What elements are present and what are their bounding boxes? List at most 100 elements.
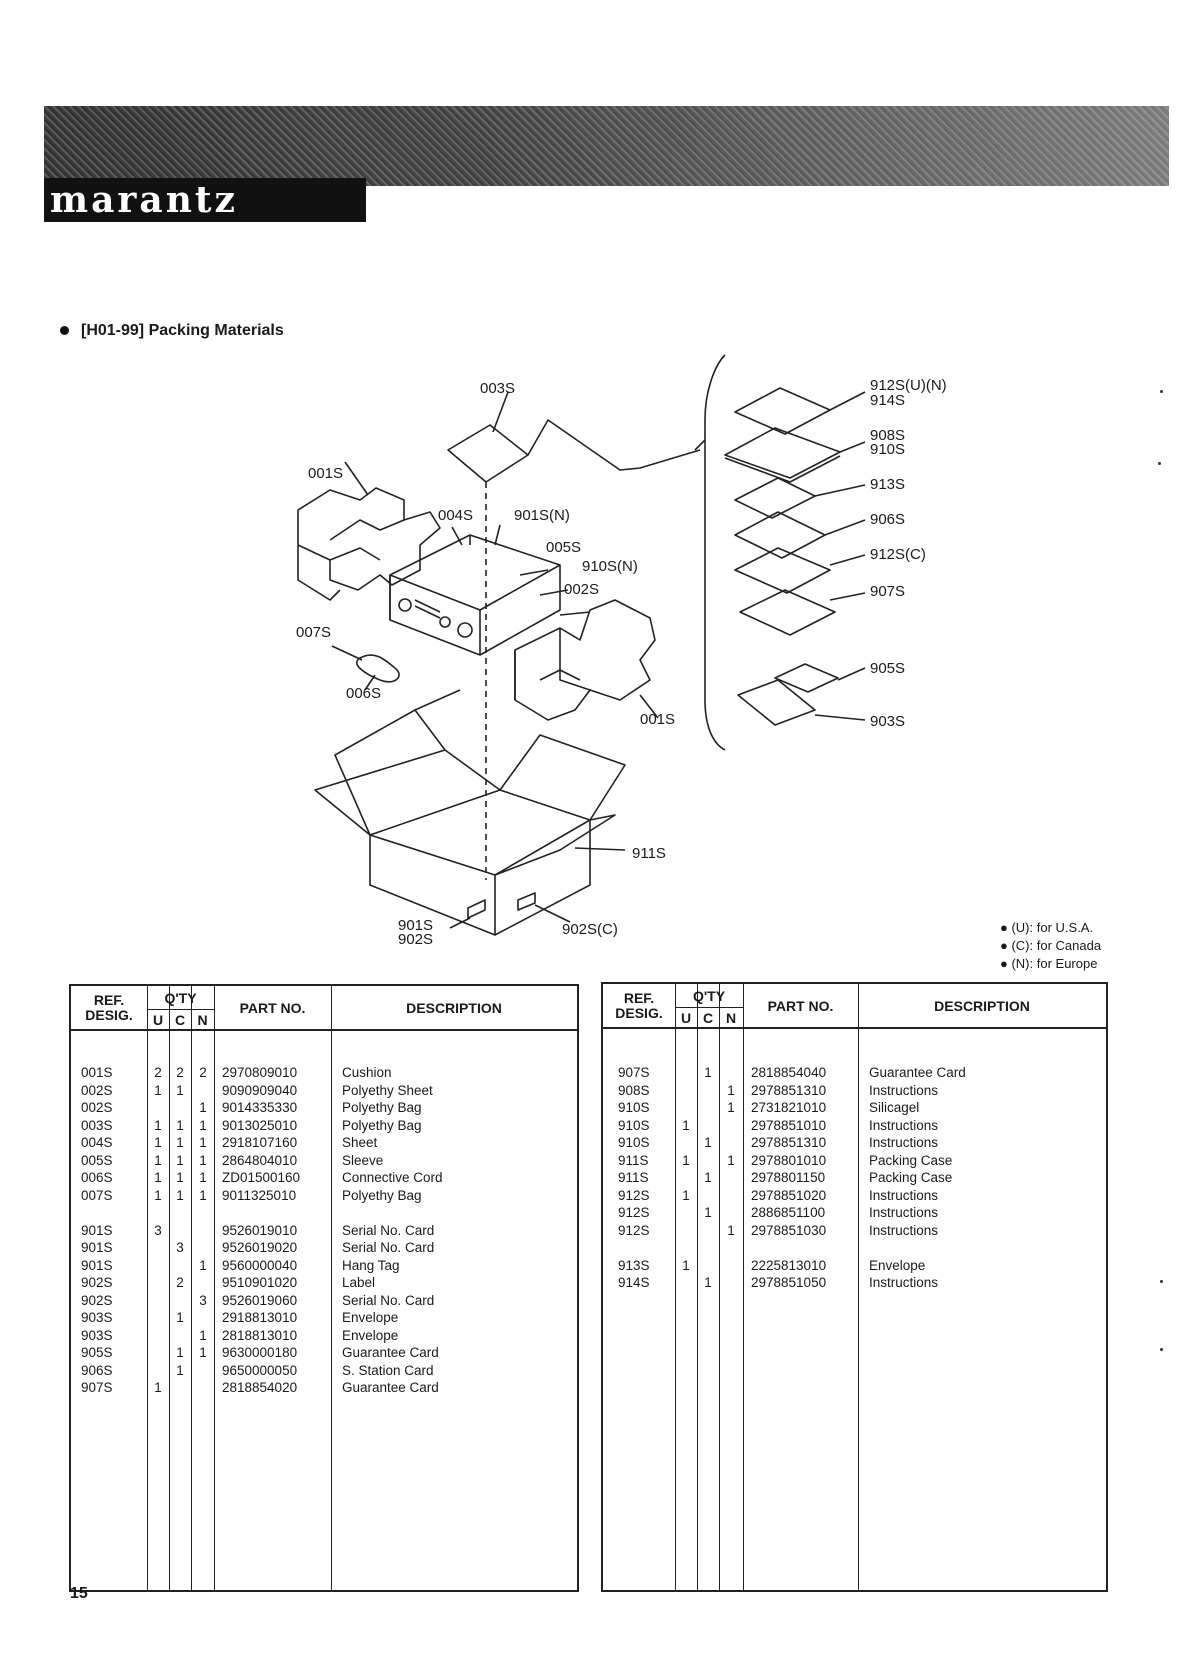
ref-cell: 004S	[81, 1135, 113, 1150]
description-cell: Packing Case	[869, 1170, 953, 1185]
description-cell: Polyethy Bag	[342, 1187, 422, 1203]
ref-cell: 907S	[81, 1380, 113, 1395]
page-mark	[1160, 1348, 1163, 1351]
description-cell: Packing Case	[869, 1152, 953, 1168]
qty-n-cell: 1	[199, 1345, 207, 1360]
legend-canada: ● (C): for Canada	[1000, 938, 1102, 953]
description-cell: Instructions	[869, 1222, 939, 1238]
qty-n-cell: 1	[199, 1100, 207, 1115]
description-cell: Connective Cord	[342, 1170, 443, 1185]
description-cell: Envelope	[869, 1257, 926, 1273]
description-cell: Instructions	[869, 1187, 939, 1203]
part-no-cell: 2978851050	[751, 1275, 827, 1290]
qty-c-cell: 1	[176, 1152, 184, 1168]
sheet-912s-shape	[734, 387, 831, 435]
label-902s-c: 902S(C)	[562, 921, 618, 938]
description-cell: Polyethy Bag	[342, 1100, 422, 1115]
description-cell: Guarantee Card	[342, 1345, 439, 1360]
qty-c-cell: 1	[176, 1135, 184, 1150]
cushion-001s-left-shape	[297, 487, 441, 591]
part-no-cell: 9011325010	[222, 1187, 297, 1203]
part-no-cell: 2818854040	[751, 1065, 827, 1080]
part-no-cell: 9560000040	[222, 1257, 298, 1273]
part-no-cell: 2978801010	[751, 1152, 827, 1168]
page-number: 15	[70, 1585, 88, 1602]
part-no-cell: 9526019060	[222, 1292, 298, 1308]
ref-cell: 914S	[618, 1275, 650, 1290]
part-no-cell: 2818854020	[222, 1380, 298, 1395]
qty-c-cell: 3	[176, 1240, 184, 1255]
header-ref: REF.	[93, 992, 125, 1008]
ref-cell: 902S	[81, 1292, 113, 1308]
label-001s-top: 001S	[308, 465, 344, 482]
label-003s: 003S	[480, 380, 516, 397]
label-906s: 906S	[870, 511, 906, 528]
part-no-cell: 2978851310	[751, 1082, 827, 1098]
ref-cell: 906S	[81, 1362, 113, 1378]
qty-n-cell: 1	[199, 1117, 207, 1133]
header-description: DESCRIPTION	[934, 998, 1030, 1014]
header-description: DESCRIPTION	[406, 1000, 502, 1016]
qty-n-cell: 1	[727, 1082, 735, 1098]
ref-cell: 903S	[81, 1327, 113, 1343]
ref-cell: 002S	[81, 1100, 113, 1115]
ref-cell: 005S	[81, 1152, 113, 1168]
parts-table-right: REF. DESIG. Q'TY U C N PART NO. DESCRIPT…	[601, 982, 1108, 1592]
ref-cell: 912S	[618, 1222, 650, 1238]
part-no-cell: 2818813010	[222, 1327, 298, 1343]
header-n: N	[725, 1010, 737, 1026]
page-mark	[1158, 462, 1161, 465]
ref-cell: 912S	[618, 1187, 650, 1203]
header-qty: Q'TY	[692, 988, 726, 1004]
label-912s-c: 912S(C)	[870, 546, 926, 563]
header-u: U	[152, 1012, 164, 1028]
description-cell: Sleeve	[342, 1152, 384, 1168]
brand-logo-text: marantz	[50, 179, 238, 221]
part-no-cell: 2225813010	[751, 1257, 827, 1273]
description-cell: Polyethy Bag	[342, 1117, 422, 1133]
qty-n-cell: 1	[199, 1187, 207, 1203]
ref-cell: 901S	[81, 1240, 113, 1255]
sheet-906s-shape	[734, 511, 826, 559]
qty-c-cell: 1	[704, 1205, 712, 1220]
qty-c-cell: 1	[176, 1362, 184, 1378]
sheet-912sc-shape	[734, 547, 831, 594]
ref-cell: 901S	[81, 1222, 113, 1238]
sheet-908s-shape	[724, 427, 841, 479]
description-cell: Instructions	[869, 1082, 939, 1098]
brand-logo	[44, 178, 366, 222]
qty-u-cell: 3	[154, 1222, 162, 1238]
label-911s: 911S	[632, 845, 666, 862]
part-no-cell: 9014335330	[222, 1100, 298, 1115]
label-905s: 905S	[870, 660, 906, 677]
label-002s: 002S	[564, 581, 600, 598]
part-no-cell: 2978801150	[751, 1170, 826, 1185]
description-cell: Envelope	[342, 1327, 399, 1343]
qty-n-cell: 1	[199, 1170, 207, 1185]
header-banner-texture	[44, 106, 1169, 186]
qty-c-cell: 2	[176, 1275, 184, 1290]
legend-usa: ● (U): for U.S.A.	[1000, 920, 1094, 935]
qty-n-cell: 1	[199, 1135, 207, 1150]
qty-c-cell: 1	[176, 1082, 184, 1098]
description-cell: Cushion	[342, 1065, 392, 1080]
part-no-cell: 2970809010	[222, 1065, 298, 1080]
header-c: C	[702, 1010, 714, 1026]
ref-cell: 903S	[81, 1310, 113, 1325]
bullet-icon	[60, 326, 69, 336]
part-no-cell: 2918813010	[222, 1310, 298, 1325]
label-908s: 908S	[870, 427, 906, 444]
part-no-cell: 2918107160	[222, 1135, 298, 1150]
label-907s: 907S	[870, 583, 906, 600]
header-n: N	[197, 1012, 208, 1028]
description-cell: Hang Tag	[342, 1257, 400, 1273]
part-no-cell: 9526019020	[222, 1240, 298, 1255]
ref-cell: 905S	[81, 1345, 113, 1360]
qty-u-cell: 1	[154, 1187, 162, 1203]
ref-cell: 910S	[618, 1100, 650, 1115]
part-no-cell: 9650000050	[222, 1362, 298, 1378]
qty-u-cell: 1	[682, 1257, 690, 1273]
ref-cell: 911S	[618, 1170, 649, 1185]
part-no-cell: 9013025010	[222, 1117, 298, 1133]
